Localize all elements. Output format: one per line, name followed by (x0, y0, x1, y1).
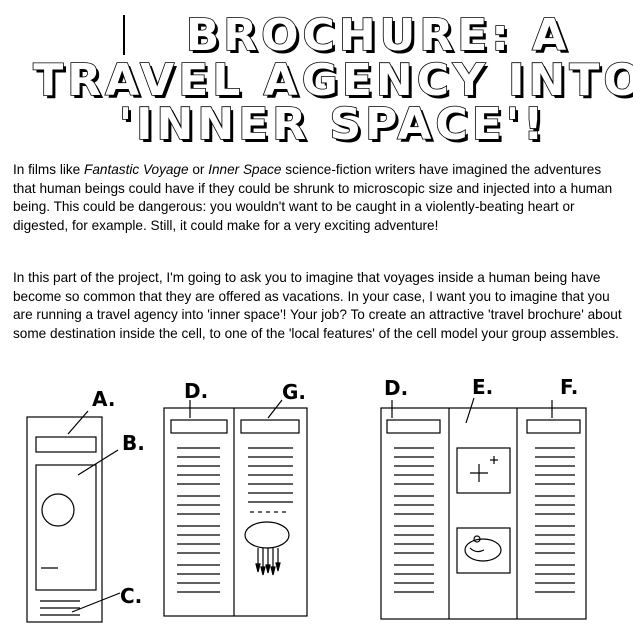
title-line2-shadow: TRAVEL AGENCY INTO (36, 58, 633, 109)
label-a: A. (92, 387, 115, 411)
intro-text-1: In films like (13, 162, 85, 177)
title-box-d-right (386, 419, 441, 434)
label-d-right: D. (384, 376, 408, 400)
text-lines-f (535, 447, 575, 593)
label-g: G. (282, 380, 306, 404)
pointer-c (71, 592, 121, 613)
label-f: F. (560, 375, 578, 399)
two-panel-frame (163, 407, 308, 617)
title-box-a (35, 436, 97, 453)
film-title-1: Fantastic Voyage (84, 162, 189, 177)
label-d-middle: D. (184, 379, 208, 403)
title-line1-shadow: BROCHURE: A (189, 13, 574, 64)
picture-box-b (35, 464, 97, 591)
label-b: B. (122, 431, 145, 455)
title-line1: BROCHURE: A (186, 10, 571, 61)
title-line3-shadow: 'INNER SPACE'! (122, 102, 551, 153)
pointer-a (67, 410, 89, 435)
instructions-paragraph: In this part of the project, I'm going t… (13, 270, 622, 341)
text-lines-d (177, 447, 220, 593)
title-box-g (240, 419, 300, 434)
intro-text-2: or (188, 162, 209, 177)
folded-panel (26, 416, 103, 623)
picture-box-top (456, 447, 511, 494)
folded-brochure: A. B. C. (26, 387, 145, 623)
text-cursor (123, 15, 125, 55)
film-title-2: Inner Space (208, 162, 282, 177)
intro-paragraph: In films like Fantastic Voyage or Inner … (13, 161, 623, 235)
text-lines-d-right (394, 447, 434, 593)
pointer-b (77, 449, 119, 476)
label-c: C. (120, 584, 142, 608)
organelle-sketch (244, 521, 290, 576)
title-line3: 'INNER SPACE'! (119, 99, 548, 150)
pointer-g (267, 399, 283, 419)
picture-box-bottom (456, 527, 511, 574)
title-box-d (170, 419, 228, 434)
title-box-f (526, 419, 581, 434)
picture-circle (41, 493, 75, 527)
intro-text-3: science-fiction writers have imagined th… (13, 162, 613, 233)
three-panel-frame (380, 407, 587, 620)
text-lines-g (248, 447, 293, 513)
inside-three-panels: D. E. F. (380, 375, 587, 620)
pointer-e (465, 397, 475, 424)
brochure-diagram: A. B. C. (26, 375, 587, 623)
inside-two-panels: D. G. (163, 379, 308, 617)
title-graphic: BROCHURE: A BROCHURE: A TRAVEL AGENCY IN… (32, 9, 633, 153)
title-banner: BROCHURE: A BROCHURE: A TRAVEL AGENCY IN… (0, 0, 633, 160)
title-line2: TRAVEL AGENCY INTO (33, 55, 633, 106)
label-e: E. (472, 375, 493, 399)
